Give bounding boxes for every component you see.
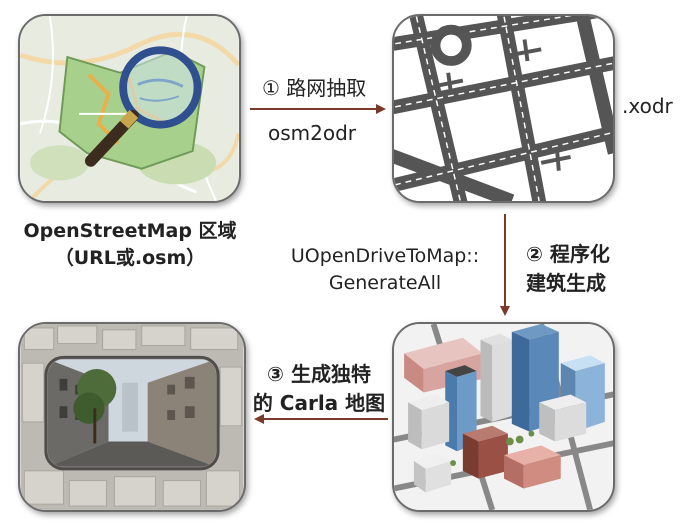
step3-label-line1: ③ 生成独特: [267, 362, 371, 386]
step2-label-line2: 建筑生成: [526, 271, 606, 295]
xodr-label: .xodr: [622, 94, 673, 118]
step2-command-line1: UOpenDriveToMap::: [290, 245, 480, 267]
osm-tile: [18, 14, 241, 203]
step3-label: ③ 生成独特 的 Carla 地图: [250, 360, 388, 418]
step3-label-line2: 的 Carla 地图: [252, 391, 386, 415]
road-network-icon: [394, 16, 613, 201]
openstreetmap-logo-icon: [20, 16, 239, 201]
carla-map-tile: [18, 322, 246, 512]
step2-label: ② 程序化 建筑生成: [526, 240, 610, 298]
xodr-road-network-tile: [392, 14, 615, 203]
city-buildings-icon: [394, 324, 613, 510]
step2-command-line2: GenerateAll: [328, 272, 442, 294]
step1-tool: osm2odr: [268, 121, 357, 145]
procedural-buildings-tile: [392, 322, 615, 512]
step1-label: ① 路网抽取: [262, 76, 367, 100]
osm-caption-line2: （URL或.osm）: [54, 247, 206, 269]
step2-label-line1: ② 程序化: [526, 242, 610, 266]
step2-command: UOpenDriveToMap:: GenerateAll: [266, 243, 504, 297]
carla-street-view-icon: [20, 324, 244, 510]
osm-caption: OpenStreetMap 区域 （URL或.osm）: [4, 218, 256, 272]
osm-caption-line1: OpenStreetMap 区域: [23, 220, 237, 242]
